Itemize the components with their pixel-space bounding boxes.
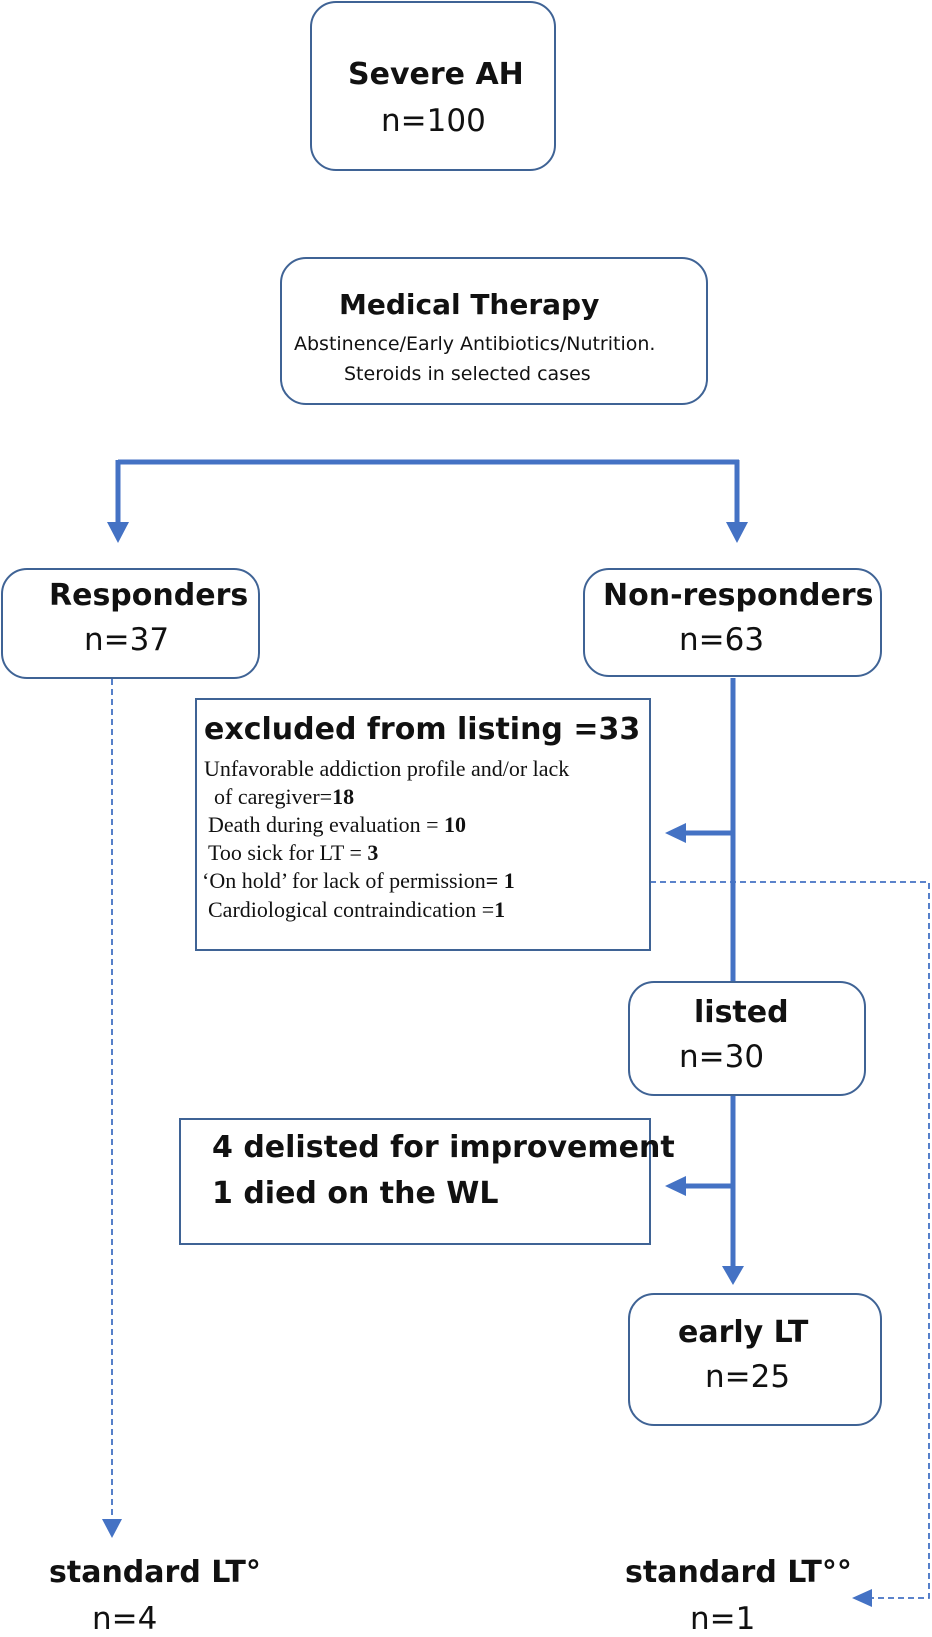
excluded-line-4-value: 3 [367,840,379,865]
standard-lt-non-responders-count: n=1 [690,1601,756,1637]
early-lt-title: early LT [678,1315,809,1350]
standard-lt-responders-title: standard LT° [49,1555,261,1590]
excluded-title: excluded from listing =33 [204,712,641,747]
severe-ah-box: Severe AH n=100 [310,1,556,171]
excluded-line-3-value: 10 [444,812,467,837]
excluded-line-4: Too sick for LT = 3 [208,840,378,866]
responders-title: Responders [49,578,249,613]
arrowhead-standard-lt-responders [102,1519,122,1538]
responders-box: Responders n=37 [1,568,260,679]
early-lt-count: n=25 [705,1359,791,1395]
listed-count: n=30 [679,1039,765,1075]
excluded-line-3-text: Death during evaluation = [208,812,445,837]
standard-lt-non-responders-title: standard LT°° [625,1555,852,1590]
arrowhead-non-responders [726,522,748,543]
delisted-box: 4 delisted for improvement 1 died on the… [179,1118,675,1245]
excluded-line-1: Unfavorable addiction profile and/or lac… [204,756,570,781]
medical-therapy-line-1: Abstinence/Early Antibiotics/Nutrition. [294,333,656,355]
dashed-on-hold-line [560,881,930,1599]
excluded-line-6: Cardiological contraindication =1 [208,897,505,923]
excluded-line-5-text: ‘On hold’ for lack of permission [202,868,486,893]
listed-box: listed n=30 [628,981,866,1096]
early-lt-box: early LT n=25 [628,1293,882,1426]
excluded-line-5-value: = 1 [485,868,515,893]
excluded-box: excluded from listing =33 Unfavorable ad… [195,698,651,951]
arrowhead-early-lt [722,1266,744,1285]
non-responders-title: Non-responders [603,578,874,613]
severe-ah-title: Severe AH [348,57,524,92]
listed-title: listed [694,995,789,1030]
excluded-line-3: Death during evaluation = 10 [208,812,466,838]
standard-lt-responders-count: n=4 [92,1601,158,1637]
severe-ah-count: n=100 [381,103,486,139]
delisted-line-2: 1 died on the WL [212,1176,499,1211]
responders-count: n=37 [84,622,170,658]
medical-therapy-title: Medical Therapy [339,288,600,321]
arrowhead-standard-lt-non-responders [852,1589,872,1607]
medical-therapy-box: Medical Therapy Abstinence/Early Antibio… [280,257,708,405]
excluded-line-5: ‘On hold’ for lack of permission= 1 [202,868,515,894]
excluded-line-2: of caregiver=18 [214,784,354,810]
non-responders-box: Non-responders n=63 [583,568,882,677]
excluded-line-6-text: Cardiological contraindication = [208,897,495,922]
excluded-line-2-text: of caregiver= [214,784,333,809]
arrowhead-excluded [665,823,686,843]
non-responders-count: n=63 [679,622,765,658]
excluded-line-2-value: 18 [332,784,355,809]
medical-therapy-line-2: Steroids in selected cases [344,363,591,385]
delisted-line-1: 4 delisted for improvement [212,1130,675,1165]
arrowhead-responders [107,522,129,543]
excluded-line-6-value: 1 [494,897,506,922]
excluded-line-4-text: Too sick for LT = [208,840,368,865]
arrowhead-delisted [665,1176,686,1196]
